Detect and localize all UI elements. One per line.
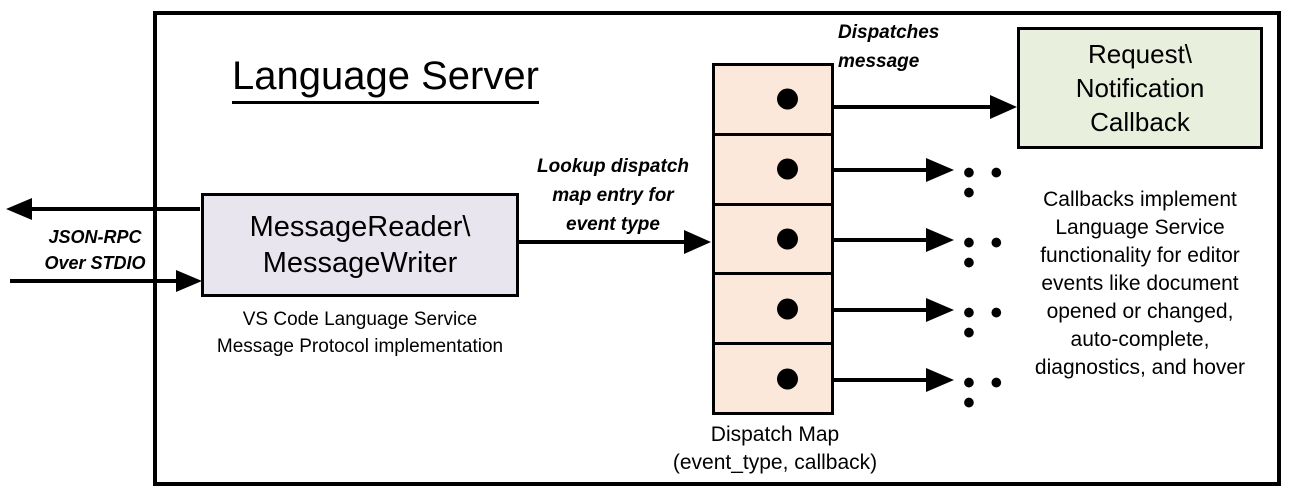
message-io-caption: VS Code Language Service Message Protoco… <box>201 306 519 360</box>
callback-caption-line: functionality for editor <box>1040 244 1240 267</box>
callback-caption-line: Language Service <box>1055 216 1225 239</box>
dispatch-label-line2: message <box>838 51 920 72</box>
jsonrpc-label-line1: JSON-RPC <box>48 227 142 247</box>
dispatch-map-row[interactable] <box>715 135 831 206</box>
message-io-line1: MessageReader\ <box>249 211 471 243</box>
callback-dot-icon <box>777 88 798 110</box>
dispatch-map-row[interactable] <box>715 205 831 276</box>
dispatch-map-row[interactable] <box>715 345 831 412</box>
message-io-caption-line2: Message Protocol implementation <box>216 336 504 357</box>
callback-line3: Callback <box>1090 107 1190 137</box>
jsonrpc-edge-label: JSON-RPC Over STDIO <box>20 224 170 276</box>
callback-caption-line: diagnostics, and hover <box>1034 356 1246 379</box>
lookup-label-line3: event type <box>566 214 660 235</box>
message-io-box[interactable]: MessageReader\ MessageWriter <box>201 193 519 297</box>
callback-caption-line: events like document <box>1041 272 1239 295</box>
callback-caption-line: auto-complete, <box>1070 328 1210 351</box>
dispatch-map-caption: Dispatch Map (event_type, callback) <box>640 421 910 477</box>
lookup-label-line1: Lookup dispatch <box>537 156 689 177</box>
callback-box[interactable]: Request\ Notification Callback <box>1017 27 1263 149</box>
callback-dot-icon <box>777 158 798 180</box>
callback-caption: Callbacks implement Language Service fun… <box>1006 186 1274 382</box>
callback-line2: Notification <box>1075 73 1205 103</box>
ellipsis-row4: • • • <box>963 294 1006 352</box>
page-title: Language Server <box>232 52 539 104</box>
message-io-line2: MessageWriter <box>262 247 458 279</box>
lookup-label-line2: map entry for <box>552 185 674 206</box>
message-io-caption-line1: VS Code Language Service <box>242 309 478 330</box>
callback-dot-icon <box>777 298 798 320</box>
dispatch-caption-line1: Dispatch Map <box>710 423 840 446</box>
ellipsis-row5: • • • <box>963 364 1006 422</box>
callback-caption-line: opened or changed, <box>1046 300 1234 323</box>
dispatch-map-table[interactable] <box>712 63 834 415</box>
dispatch-caption-line2: (event_type, callback) <box>672 451 878 474</box>
ellipsis-row3: • • • <box>963 224 1006 282</box>
callback-line1: Request\ <box>1087 39 1193 69</box>
dispatch-label-line1: Dispatches <box>838 22 940 43</box>
dispatch-map-row[interactable] <box>715 275 831 346</box>
dispatch-map-row[interactable] <box>715 66 831 136</box>
dispatch-edge-label: Dispatches message <box>838 18 998 76</box>
lookup-edge-label: Lookup dispatch map entry for event type <box>518 152 708 239</box>
callback-dot-icon <box>777 228 798 250</box>
ellipsis-row2: • • • <box>963 154 1006 212</box>
jsonrpc-label-line2: Over STDIO <box>44 253 146 273</box>
language-server-boundary <box>153 11 1281 486</box>
callback-dot-icon <box>777 368 798 390</box>
callback-caption-line: Callbacks implement <box>1043 188 1237 211</box>
